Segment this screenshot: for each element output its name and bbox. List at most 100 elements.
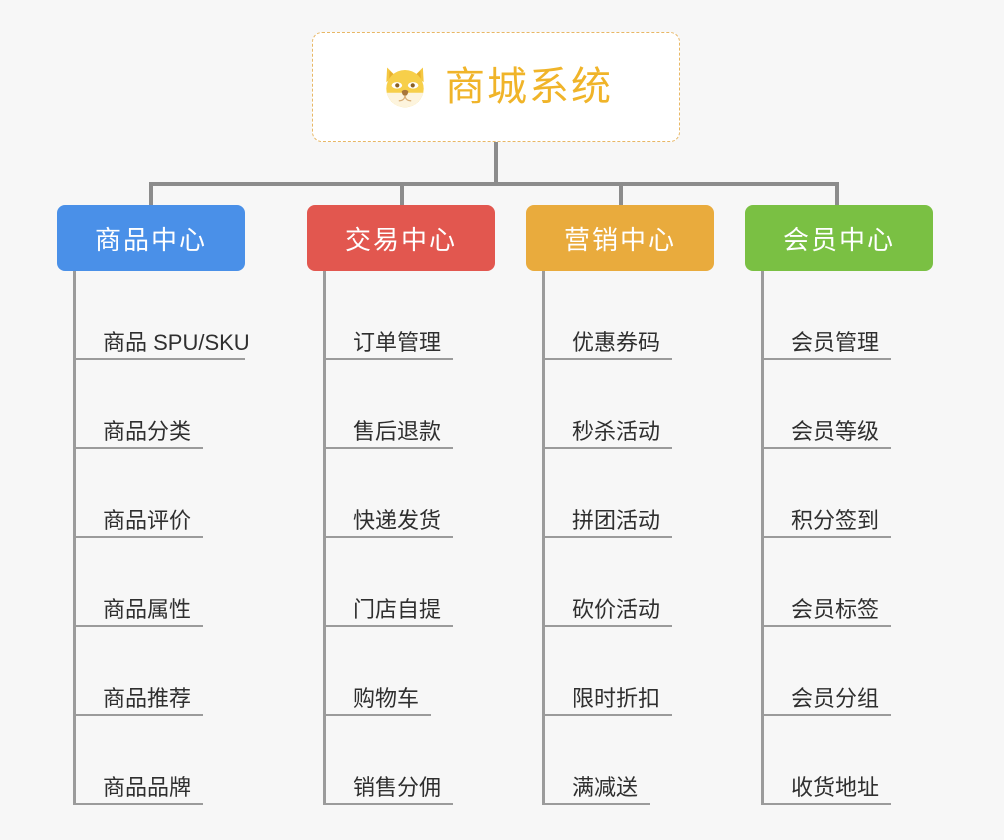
leaf-label: 优惠券码 bbox=[572, 330, 661, 355]
branch-column-2: 营销中心 优惠券码 秒杀活动 拼团活动 砍价活动 限时折扣 bbox=[526, 205, 714, 805]
leaf-underline bbox=[323, 536, 454, 538]
leaf-item[interactable]: 商品 SPU/SKU bbox=[57, 271, 250, 360]
leaf-list-0: 商品 SPU/SKU 商品分类 商品评价 商品属性 商品推荐 商品品牌 bbox=[57, 271, 250, 805]
leaf-underline bbox=[323, 625, 454, 627]
branch-drop-connector-4 bbox=[835, 182, 839, 207]
leaf-underline bbox=[73, 358, 245, 360]
leaf-item[interactable]: 商品品牌 bbox=[57, 716, 245, 805]
leaf-underline bbox=[73, 536, 204, 538]
leaf-item[interactable]: 满减送 bbox=[526, 716, 714, 805]
leaf-label: 商品属性 bbox=[103, 597, 192, 622]
leaf-underline bbox=[73, 625, 204, 627]
leaf-label: 商品品牌 bbox=[103, 775, 192, 800]
leaf-label: 砍价活动 bbox=[572, 597, 661, 622]
branch-header-1[interactable]: 交易中心 bbox=[307, 205, 495, 271]
leaf-label: 购物车 bbox=[353, 686, 420, 711]
leaf-label: 会员标签 bbox=[791, 597, 880, 622]
leaf-label: 会员等级 bbox=[791, 419, 880, 444]
leaf-list-1: 订单管理 售后退款 快递发货 门店自提 购物车 销售分佣 bbox=[307, 271, 495, 805]
leaf-label: 会员分组 bbox=[791, 686, 880, 711]
leaf-spine-2 bbox=[542, 271, 545, 805]
branch-bus-connector bbox=[149, 182, 839, 186]
leaf-item[interactable]: 会员等级 bbox=[745, 360, 933, 449]
leaf-label: 秒杀活动 bbox=[572, 419, 661, 444]
leaf-underline bbox=[542, 714, 673, 716]
leaf-label: 订单管理 bbox=[353, 330, 442, 355]
leaf-item[interactable]: 会员分组 bbox=[745, 627, 933, 716]
branch-drop-connector-2 bbox=[400, 182, 404, 207]
branch-header-3[interactable]: 会员中心 bbox=[745, 205, 933, 271]
leaf-list-3: 会员管理 会员等级 积分签到 会员标签 会员分组 收货地址 bbox=[745, 271, 933, 805]
branch-header-2[interactable]: 营销中心 bbox=[526, 205, 714, 271]
leaf-item[interactable]: 售后退款 bbox=[307, 360, 495, 449]
leaf-label: 商品推荐 bbox=[103, 686, 192, 711]
leaf-label: 商品分类 bbox=[103, 419, 192, 444]
leaf-underline bbox=[73, 447, 204, 449]
leaf-label: 会员管理 bbox=[791, 330, 880, 355]
leaf-item[interactable]: 商品属性 bbox=[57, 538, 245, 627]
branch-header-label-3: 会员中心 bbox=[782, 224, 895, 255]
leaf-item[interactable]: 商品推荐 bbox=[57, 627, 245, 716]
leaf-item[interactable]: 销售分佣 bbox=[307, 716, 495, 805]
leaf-underline bbox=[323, 358, 454, 360]
leaf-label: 售后退款 bbox=[353, 419, 442, 444]
leaf-label: 收货地址 bbox=[791, 775, 880, 800]
leaf-label: 门店自提 bbox=[353, 597, 442, 622]
leaf-item[interactable]: 商品分类 bbox=[57, 360, 245, 449]
leaf-item[interactable]: 砍价活动 bbox=[526, 538, 714, 627]
leaf-label: 快递发货 bbox=[353, 508, 442, 533]
leaf-item[interactable]: 商品评价 bbox=[57, 449, 245, 538]
branch-column-3: 会员中心 会员管理 会员等级 积分签到 会员标签 会员分组 bbox=[745, 205, 933, 805]
leaf-item[interactable]: 购物车 bbox=[307, 627, 495, 716]
leaf-underline bbox=[323, 447, 454, 449]
leaf-label: 限时折扣 bbox=[572, 686, 661, 711]
leaf-item[interactable]: 订单管理 bbox=[307, 271, 495, 360]
branch-header-0[interactable]: 商品中心 bbox=[57, 205, 245, 271]
leaf-underline bbox=[761, 803, 892, 805]
branch-header-label-1: 交易中心 bbox=[344, 224, 457, 255]
leaf-underline bbox=[542, 447, 673, 449]
leaf-list-2: 优惠券码 秒杀活动 拼团活动 砍价活动 限时折扣 满减送 bbox=[526, 271, 714, 805]
leaf-spine-0 bbox=[73, 271, 76, 805]
leaf-item[interactable]: 秒杀活动 bbox=[526, 360, 714, 449]
branch-column-1: 交易中心 订单管理 售后退款 快递发货 门店自提 购物车 bbox=[307, 205, 495, 805]
branch-column-0: 商品中心 商品 SPU/SKU 商品分类 商品评价 商品属性 商品推荐 bbox=[57, 205, 250, 805]
leaf-underline bbox=[761, 536, 892, 538]
leaf-item[interactable]: 门店自提 bbox=[307, 538, 495, 627]
leaf-underline bbox=[323, 714, 432, 716]
leaf-underline bbox=[761, 714, 892, 716]
leaf-item[interactable]: 限时折扣 bbox=[526, 627, 714, 716]
leaf-item[interactable]: 积分签到 bbox=[745, 449, 933, 538]
leaf-label: 拼团活动 bbox=[572, 508, 661, 533]
root-stem-connector bbox=[494, 142, 498, 186]
branch-header-label-0: 商品中心 bbox=[94, 224, 207, 255]
leaf-label: 满减送 bbox=[572, 775, 639, 800]
leaf-label: 积分签到 bbox=[791, 508, 880, 533]
branch-drop-connector-3 bbox=[619, 182, 623, 207]
leaf-label: 销售分佣 bbox=[353, 775, 442, 800]
leaf-item[interactable]: 会员管理 bbox=[745, 271, 933, 360]
leaf-spine-3 bbox=[761, 271, 764, 805]
leaf-item[interactable]: 收货地址 bbox=[745, 716, 933, 805]
leaf-underline bbox=[542, 803, 651, 805]
leaf-underline bbox=[761, 625, 892, 627]
leaf-underline bbox=[542, 536, 673, 538]
leaf-item[interactable]: 拼团活动 bbox=[526, 449, 714, 538]
leaf-spine-1 bbox=[323, 271, 326, 805]
root-title: 商城系统 bbox=[445, 65, 613, 109]
leaf-underline bbox=[73, 803, 204, 805]
leaf-underline bbox=[542, 625, 673, 627]
branch-drop-connector-1 bbox=[149, 182, 153, 207]
leaf-underline bbox=[761, 358, 892, 360]
leaf-underline bbox=[323, 803, 454, 805]
leaf-item[interactable]: 优惠券码 bbox=[526, 271, 714, 360]
root-node[interactable]: 商城系统 bbox=[312, 32, 680, 142]
leaf-label: 商品评价 bbox=[103, 508, 192, 533]
leaf-item[interactable]: 快递发货 bbox=[307, 449, 495, 538]
leaf-underline bbox=[542, 358, 673, 360]
leaf-underline bbox=[73, 714, 204, 716]
leaf-item[interactable]: 会员标签 bbox=[745, 538, 933, 627]
leaf-underline bbox=[761, 447, 892, 449]
leaf-label: 商品 SPU/SKU bbox=[103, 330, 250, 355]
